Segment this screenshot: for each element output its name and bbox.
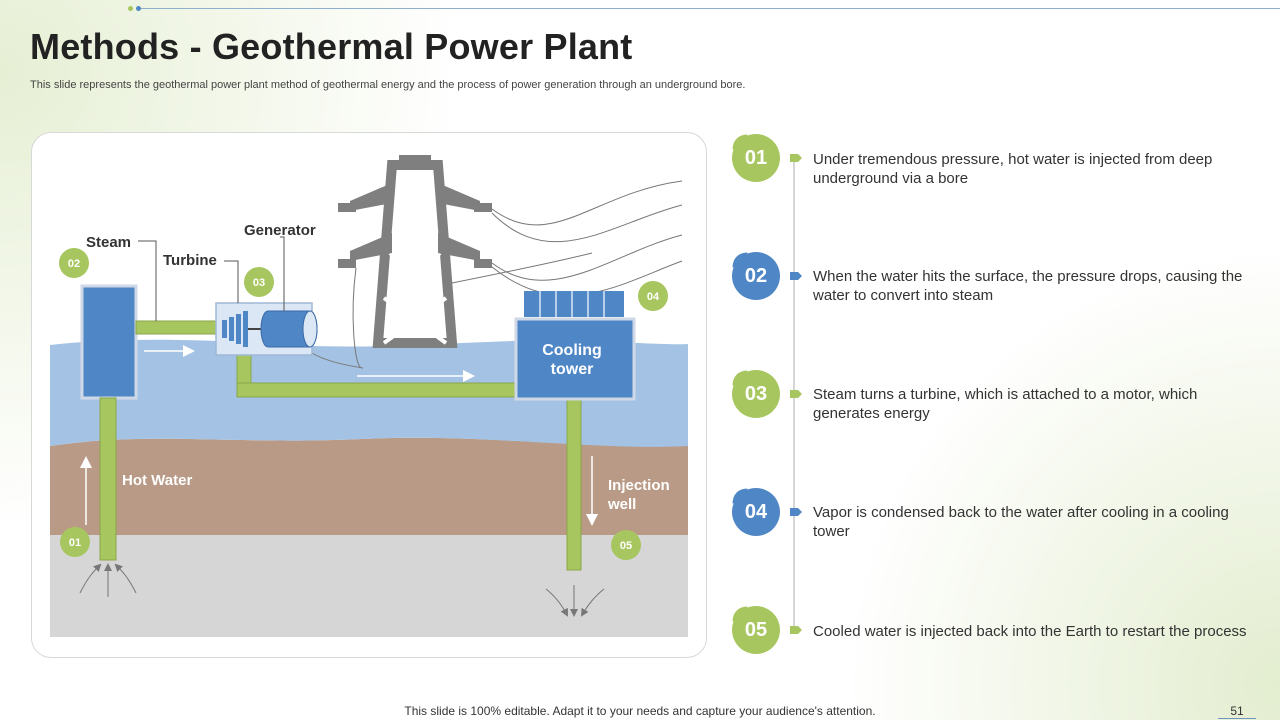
label-leaders (138, 236, 285, 321)
badge-03: 03 (244, 267, 274, 297)
label-tower: tower (551, 361, 594, 378)
soil-layer (50, 437, 688, 535)
tag-marker-icon (790, 390, 802, 398)
step-text: When the water hits the surface, the pre… (813, 268, 1243, 304)
badge-02: 02 (59, 248, 89, 278)
diagram-card: Steam Turbine Generator Hot Water Coolin… (31, 132, 707, 658)
steam-pipe (135, 320, 219, 335)
step-number-badge: 05 (732, 606, 780, 654)
bedrock-layer (50, 535, 688, 637)
step-02: 02 When the water hits the surface, the … (730, 251, 1260, 312)
label-well: well (607, 496, 636, 513)
production-well-pipe (99, 397, 117, 561)
step-number-badge: 04 (732, 488, 780, 536)
label-steam: Steam (86, 234, 131, 251)
label-hot-water: Hot Water (122, 472, 192, 489)
svg-text:03: 03 (253, 277, 265, 289)
cooling-tower (514, 291, 636, 401)
label-generator: Generator (244, 222, 316, 239)
step-text: Vapor is condensed back to the water aft… (813, 504, 1229, 540)
step-text: Cooled water is injected back into the E… (813, 623, 1247, 640)
slide-subtitle: This slide represents the geothermal pow… (30, 79, 746, 91)
badge-05: 05 (611, 530, 641, 560)
outflow-arrows (545, 585, 605, 617)
tag-marker-icon (790, 272, 802, 280)
badge-04: 04 (638, 281, 668, 311)
step-number-badge: 03 (732, 370, 780, 418)
geothermal-plant-diagram: Steam Turbine Generator Hot Water Coolin… (50, 155, 688, 637)
tag-marker-icon (790, 154, 802, 162)
step-text: Under tremendous pressure, hot water is … (813, 151, 1213, 187)
svg-text:04: 04 (647, 291, 660, 303)
step-05: 05 Cooled water is injected back into th… (730, 605, 1260, 666)
footer-note: This slide is 100% editable. Adapt it to… (404, 704, 876, 718)
badge-01: 01 (60, 527, 90, 557)
label-turbine: Turbine (163, 252, 217, 269)
step-03: 03 Steam turns a turbine, which is attac… (730, 369, 1260, 430)
inflow-arrows (79, 563, 137, 597)
turbine-blades (222, 311, 248, 347)
label-cooling: Cooling (542, 342, 602, 359)
page-number: 51 (1218, 704, 1256, 719)
svg-text:05: 05 (620, 540, 632, 552)
return-pipe-horizontal (236, 382, 518, 398)
tag-marker-icon (790, 626, 802, 634)
svg-text:02: 02 (68, 258, 80, 270)
accent-dot-blue (136, 6, 141, 11)
step-01: 01 Under tremendous pressure, hot water … (730, 133, 1260, 194)
step-number-badge: 02 (732, 252, 780, 300)
accent-dot-green (128, 6, 133, 11)
label-injection: Injection (608, 477, 670, 494)
top-rule (140, 8, 1280, 9)
transmission-tower (338, 155, 492, 348)
slide-title: Methods - Geothermal Power Plant (30, 26, 633, 67)
injection-well-pipe (566, 397, 582, 571)
steam-column (80, 284, 138, 400)
tag-marker-icon (790, 508, 802, 516)
svg-text:01: 01 (69, 537, 81, 549)
step-text: Steam turns a turbine, which is attached… (813, 386, 1198, 422)
step-number-badge: 01 (732, 134, 780, 182)
step-04: 04 Vapor is condensed back to the water … (730, 487, 1260, 548)
